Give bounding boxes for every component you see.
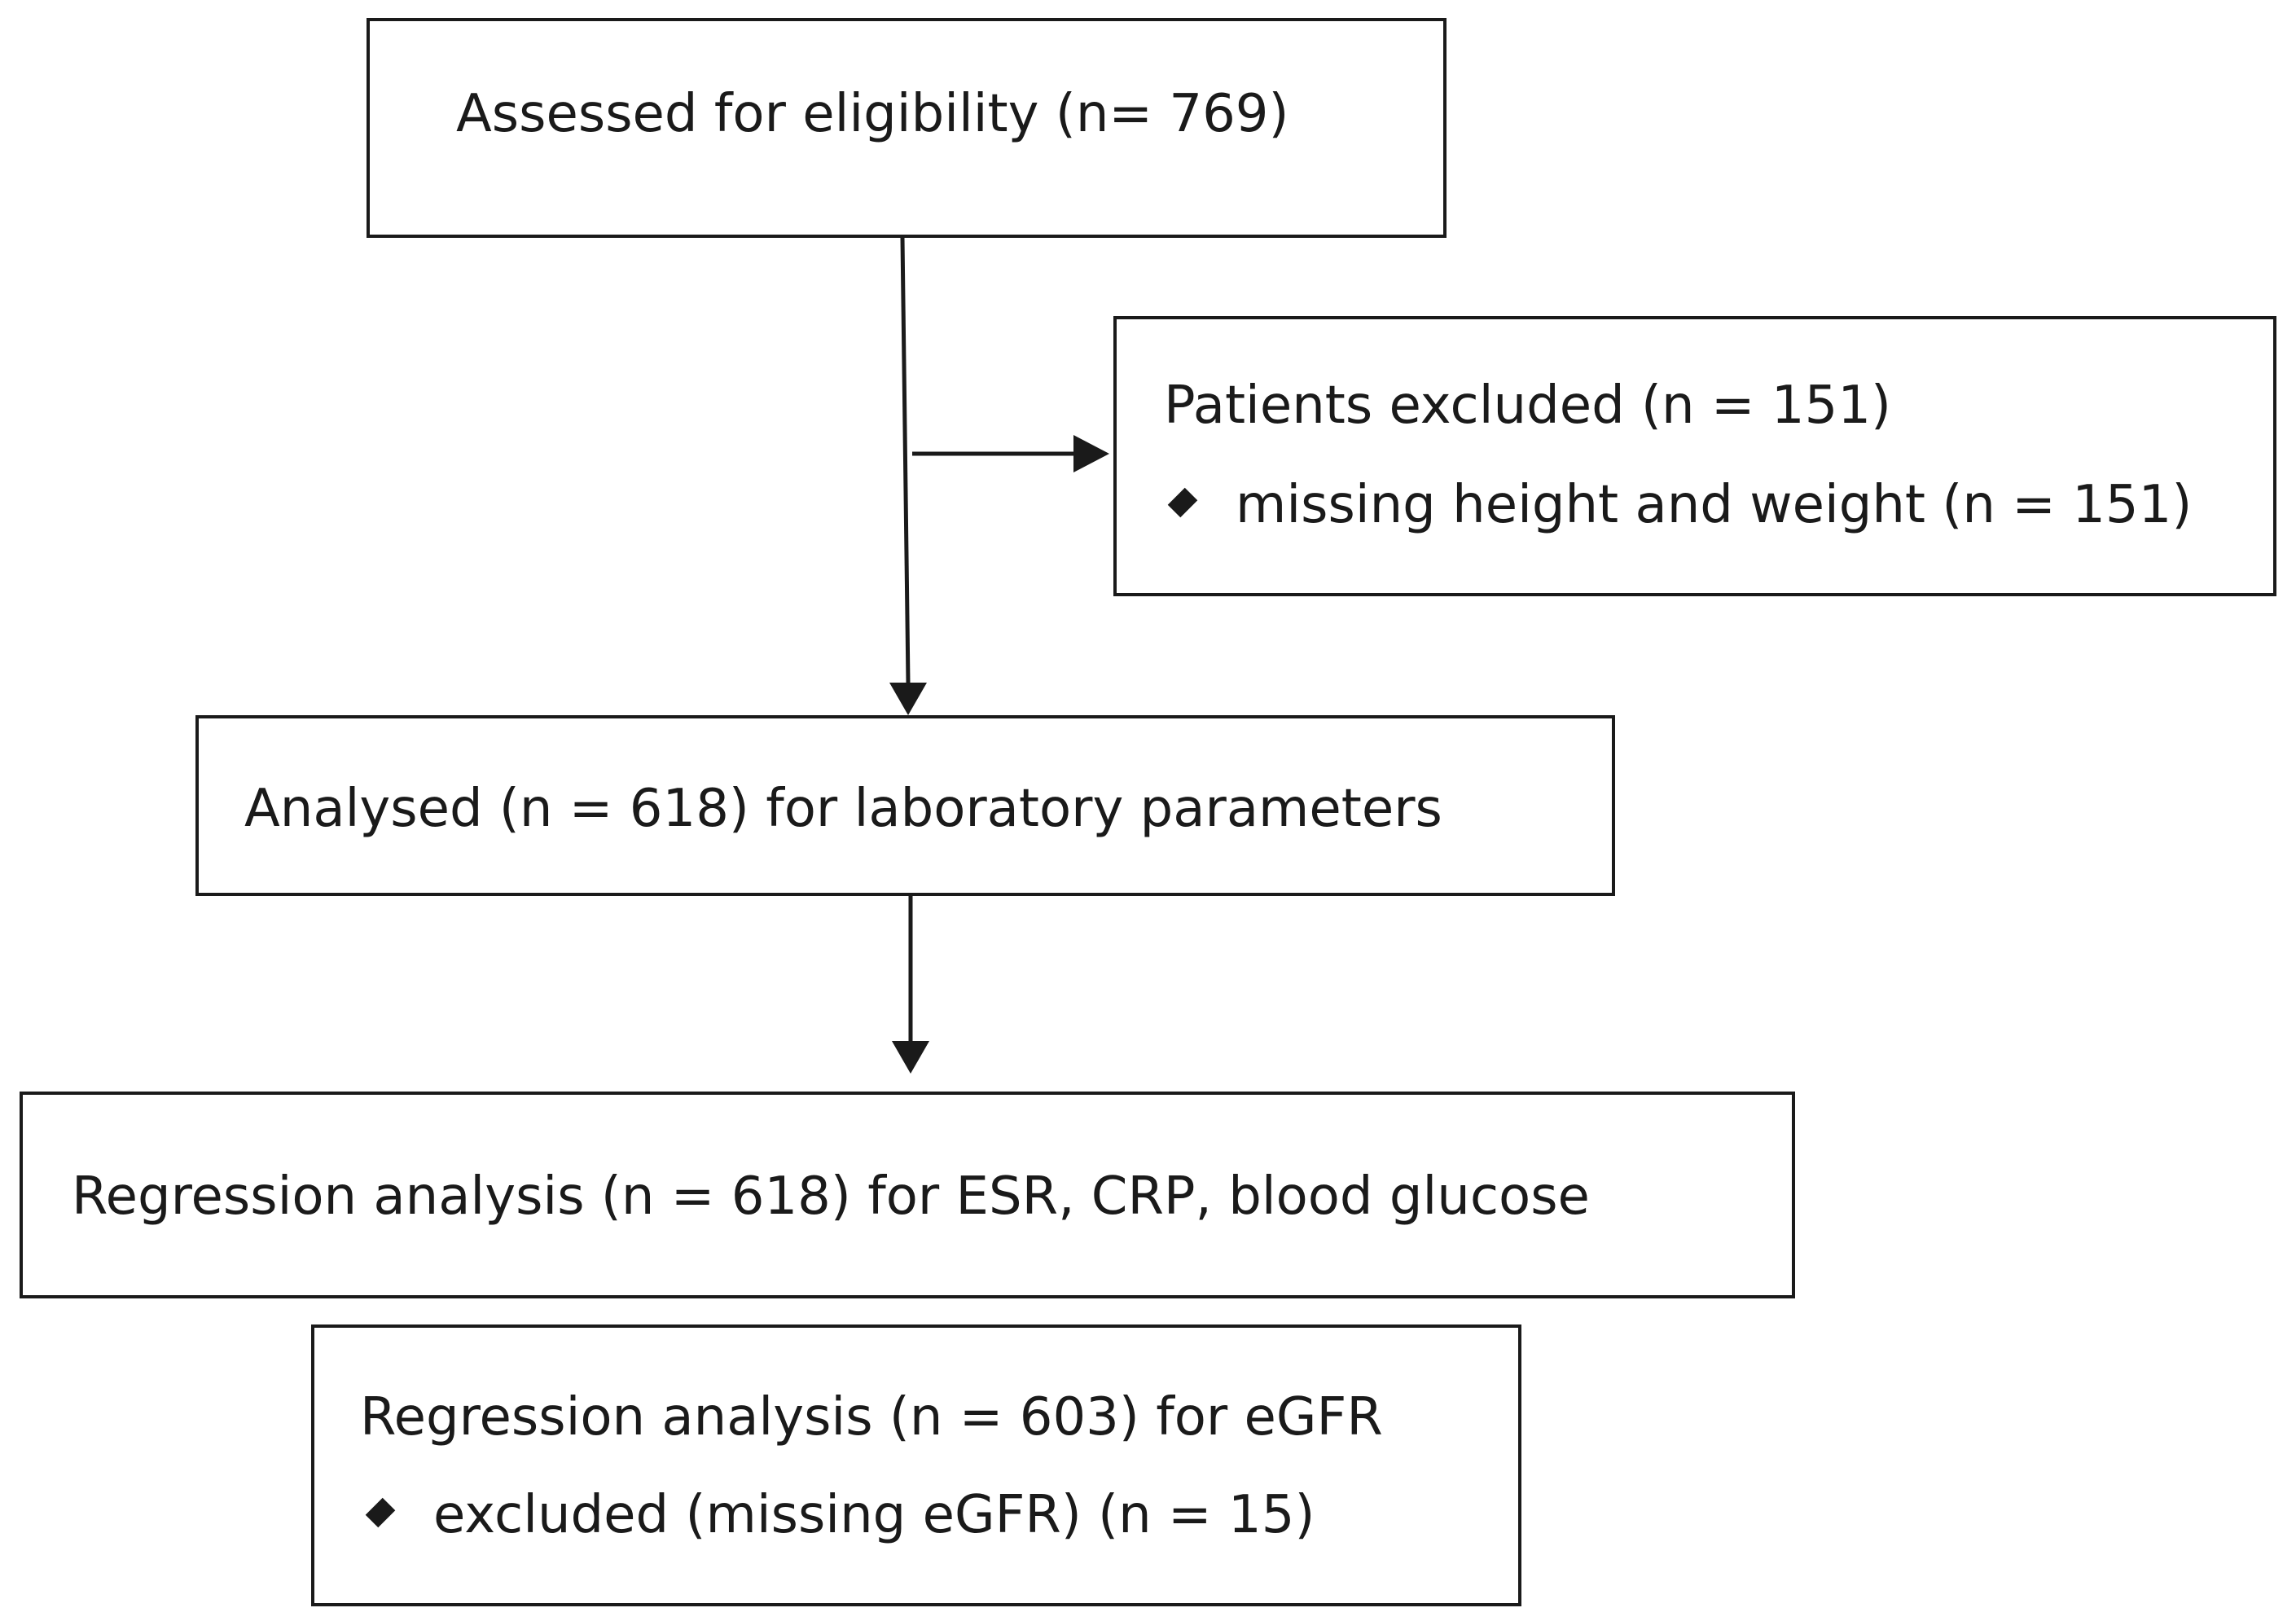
assessed-box: Assessed for eligibility (n= 769) <box>367 18 1447 238</box>
arrow-assessed-to-analysed <box>900 237 911 683</box>
regression-egfr-bullet-text: excluded (missing eGFR) (n = 15) <box>433 1485 1315 1545</box>
regression-egfr-bullet-item: excluded (missing eGFR) (n = 15) <box>365 1489 1315 1541</box>
regression-esr-box: Regression analysis (n = 618) for ESR, C… <box>20 1092 1795 1298</box>
analysed-label: Analysed (n = 618) for laboratory parame… <box>244 779 1442 839</box>
regression-egfr-box: Regression analysis (n = 603) for eGFR e… <box>311 1324 1521 1606</box>
excluded-box: Patients excluded (n = 151) missing heig… <box>1113 316 2276 596</box>
excluded-bullet-text: missing height and weight (n = 151) <box>1236 475 2193 535</box>
assessed-label: Assessed for eligibility (n= 769) <box>456 84 1289 144</box>
diamond-bullet-icon <box>365 1498 396 1528</box>
excluded-bullet-item: missing height and weight (n = 151) <box>1167 479 2192 531</box>
arrowhead-regression <box>892 1041 929 1074</box>
diamond-bullet-icon <box>1167 488 1198 518</box>
excluded-title: Patients excluded (n = 151) <box>1164 376 1891 436</box>
arrowhead-analysed <box>889 683 927 715</box>
regression-egfr-title: Regression analysis (n = 603) for eGFR <box>360 1387 1383 1447</box>
analysed-box: Analysed (n = 618) for laboratory parame… <box>195 715 1615 896</box>
regression-esr-label: Regression analysis (n = 618) for ESR, C… <box>72 1166 1590 1227</box>
arrowhead-excluded <box>1073 435 1109 472</box>
